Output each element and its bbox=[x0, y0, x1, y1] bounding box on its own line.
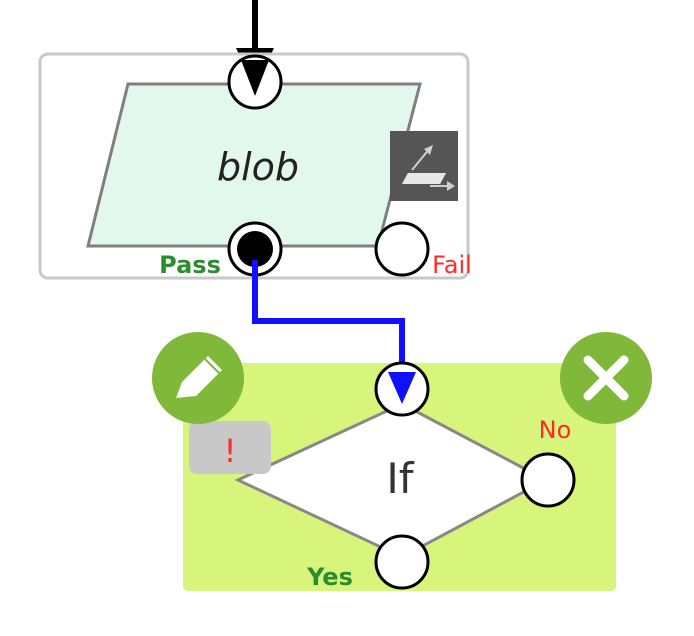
no-output-port[interactable] bbox=[520, 452, 576, 508]
no-label: No bbox=[539, 416, 572, 444]
pass-label: Pass bbox=[159, 251, 221, 279]
process-node[interactable]: blob Pass Fail bbox=[38, 52, 472, 280]
decision-label: If bbox=[386, 454, 414, 503]
yes-output-port[interactable] bbox=[374, 534, 430, 590]
fail-output-port[interactable] bbox=[374, 221, 430, 277]
pass-output-port[interactable] bbox=[227, 221, 283, 277]
warning-label: ! bbox=[224, 432, 237, 470]
warning-badge[interactable]: ! bbox=[189, 421, 271, 474]
process-label: blob bbox=[217, 145, 299, 189]
decision-node[interactable]: If No Yes ! bbox=[152, 332, 652, 591]
close-icon[interactable] bbox=[560, 332, 652, 424]
yes-label: Yes bbox=[306, 563, 353, 591]
move-transform-icon[interactable] bbox=[390, 131, 458, 201]
fail-label: Fail bbox=[432, 251, 472, 279]
pencil-icon[interactable] bbox=[152, 332, 244, 424]
